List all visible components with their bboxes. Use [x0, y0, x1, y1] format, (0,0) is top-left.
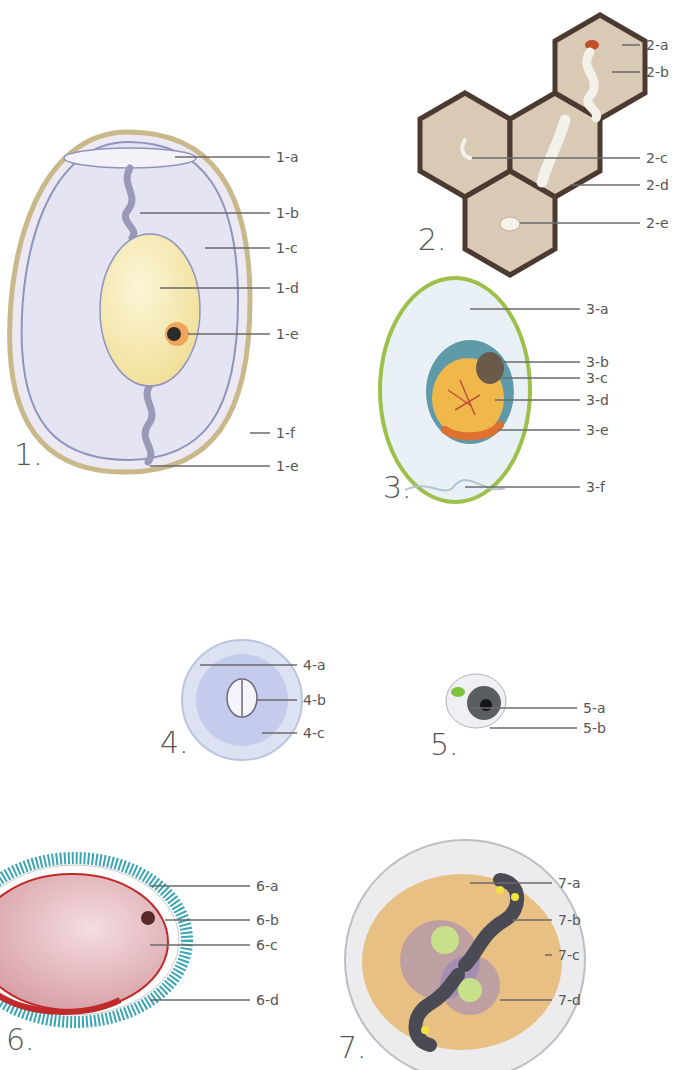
callout-label: 1-c	[276, 239, 298, 257]
callout-label: 2-c	[646, 149, 668, 167]
callout-label: 2-e	[646, 214, 669, 232]
amphibian-egg	[345, 840, 585, 1070]
callout-label: 1-b	[276, 204, 299, 222]
figure-number: 3.	[383, 471, 412, 505]
callout-label: 6-a	[256, 877, 279, 895]
figure-number: 1.	[14, 438, 43, 472]
callout-label: 4-c	[303, 724, 325, 742]
callout-label: 1-d	[276, 279, 299, 297]
callout-label: 3-a	[586, 300, 609, 318]
callout-label: 3-f	[586, 478, 605, 496]
callout-label: 1-e	[276, 457, 299, 475]
callout-label: 6-c	[256, 936, 278, 954]
callout-label: 4-b	[303, 691, 326, 709]
callout-label: 2-b	[646, 63, 669, 81]
figure-number: 4.	[160, 726, 189, 760]
callout-label: 3-d	[586, 391, 609, 409]
callout-label: 6-d	[256, 991, 279, 1009]
callout-label: 1-e	[276, 325, 299, 343]
callout-label: 1-f	[276, 424, 295, 442]
callout-label: 3-c	[586, 369, 608, 387]
callout-label: 5-a	[583, 699, 606, 717]
figure-number: 2.	[418, 223, 447, 257]
small-egg	[446, 674, 506, 728]
callout-label: 6-b	[256, 911, 279, 929]
cleaving-egg	[182, 640, 302, 760]
callout-label: 7-b	[558, 911, 581, 929]
callout-label: 2-d	[646, 176, 669, 194]
callout-label: 3-e	[586, 421, 609, 439]
developing-egg	[380, 278, 530, 502]
figure-number: 6.	[6, 1023, 35, 1057]
leader-lines	[140, 45, 640, 1000]
callout-label: 2-a	[646, 36, 669, 54]
callout-label: 4-a	[303, 656, 326, 674]
callout-label: 3-b	[586, 353, 609, 371]
honeycomb	[420, 15, 645, 275]
figure-number: 7.	[338, 1031, 367, 1065]
ciliated-egg	[0, 858, 187, 1022]
callout-label: 1-a	[276, 148, 299, 166]
callout-label: 7-c	[558, 946, 580, 964]
bee-brood	[462, 40, 599, 231]
callout-label: 7-d	[558, 991, 581, 1009]
figure-number: 5.	[430, 728, 459, 762]
callout-label: 5-b	[583, 719, 606, 737]
hen-egg	[10, 132, 250, 472]
callout-label: 7-a	[558, 874, 581, 892]
